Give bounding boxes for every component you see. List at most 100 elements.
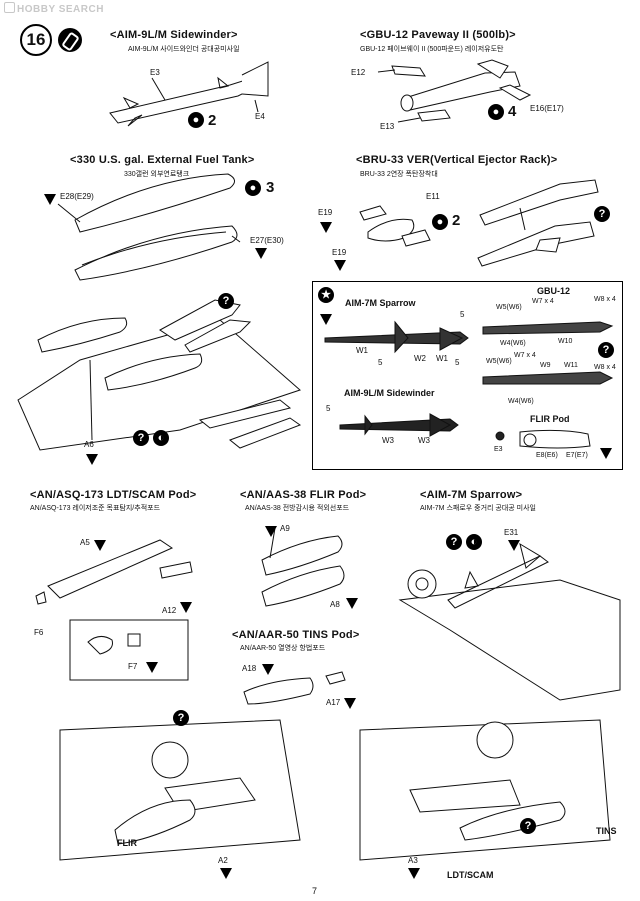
flir-pod-subtitle: AN/AAS-38 전방감시용 적외선포드	[245, 505, 350, 512]
question-icon: ?	[173, 710, 189, 726]
paint-triangle-icon	[146, 662, 158, 673]
paint-code: E3	[494, 446, 503, 453]
paint-triangle-icon	[180, 602, 192, 613]
paint-code: W7 x 4	[532, 298, 554, 305]
part-label: E19	[332, 248, 347, 257]
part-label: A5	[80, 538, 90, 547]
part-label: A12	[162, 606, 177, 615]
part-label: E31	[504, 528, 519, 537]
paint-code: W8 x 4	[594, 364, 616, 371]
question-icon: ?	[594, 206, 610, 222]
part-label: A17	[326, 698, 341, 707]
paint-code: E7(E7)	[566, 452, 588, 459]
part-label: A3	[408, 856, 418, 865]
flir-callout: FLIR	[117, 838, 137, 848]
optional-part-icon: ◐	[153, 430, 169, 446]
glue-icon	[58, 28, 82, 52]
paint-code: W8 x 4	[594, 296, 616, 303]
paint-triangle-icon	[508, 540, 520, 551]
ldt-scam-title: <AN/ASQ-173 LDT/SCAM Pod>	[30, 489, 197, 501]
question-icon: ?	[133, 430, 149, 446]
bru33-title: <BRU-33 VER(Vertical Ejector Rack)>	[356, 154, 558, 166]
paint-sidewinder-title: AIM-9L/M Sidewinder	[344, 388, 435, 398]
quantity-count: 4	[508, 103, 517, 120]
step-number: 16	[20, 24, 52, 56]
question-icon: ?	[598, 342, 614, 358]
paint-code: W4(W6)	[508, 398, 534, 405]
page-number: 7	[312, 886, 318, 896]
paint-code: W2	[414, 354, 426, 363]
watermark: HOBBY SEARCH	[4, 2, 104, 15]
paint-code: W1	[436, 354, 448, 363]
paint-code: W5(W6)	[486, 358, 512, 365]
paint-code: W4(W6)	[500, 340, 526, 347]
paint-triangle-icon	[220, 868, 232, 879]
ldt-scam-callout: LDT/SCAM	[447, 870, 494, 880]
paint-code: W11	[564, 362, 578, 369]
gbu12-drawing	[377, 59, 532, 123]
ldt-scam-subtitle: AN/ASQ-173 레이저조준 목표탐지/추적포드	[30, 505, 161, 512]
part-label: E13	[380, 122, 395, 131]
star-icon: ★	[318, 287, 334, 303]
fuel-tank-subtitle: 330갤런 외부연료탱크	[124, 171, 190, 178]
question-icon: ?	[446, 534, 462, 550]
paint-code: W10	[558, 338, 573, 345]
sparrow-title: <AIM-7M Sparrow>	[420, 489, 523, 501]
question-icon: ?	[218, 293, 234, 309]
quantity-icon: ●	[188, 112, 204, 128]
painting-guide-box	[312, 281, 623, 470]
optional-part-icon: ◐	[466, 534, 482, 550]
paint-triangle-icon	[344, 698, 356, 709]
paint-mark: 5	[378, 358, 383, 367]
paint-mark: 5	[460, 310, 465, 319]
paint-triangle-icon	[94, 540, 106, 551]
fuel-tank-title: <330 U.S. gal. External Fuel Tank>	[70, 154, 255, 166]
tins-subtitle: AN/AAR-50 열영상 항법포드	[240, 645, 326, 652]
lower-assembly-drawing	[59, 719, 611, 861]
quantity-icon: ●	[488, 104, 504, 120]
paint-code: W7 x 4	[514, 352, 536, 359]
sidewinder-subtitle: AIM-9L/M 사이드와인더 공대공미사일	[128, 46, 240, 53]
paint-code: W1	[356, 346, 368, 355]
paint-triangle-icon	[255, 248, 267, 259]
part-label: A18	[242, 664, 257, 673]
part-label: E19	[318, 208, 333, 217]
paint-code: W3	[418, 436, 430, 445]
bru33-subtitle: BRU-33 2연장 폭탄장착대	[360, 171, 438, 178]
part-label: E27(E30)	[250, 236, 284, 245]
tins-title: <AN/AAR-50 TINS Pod>	[232, 629, 360, 641]
paint-triangle-icon	[320, 314, 332, 325]
part-label: E11	[426, 192, 440, 201]
flir-pod-title: <AN/AAS-38 FLIR Pod>	[240, 489, 367, 501]
paint-sparrow-title: AIM-7M Sparrow	[345, 298, 416, 308]
part-label: F6	[34, 628, 44, 637]
gbu12-title: <GBU-12 Paveway II (500lb)>	[360, 29, 516, 41]
paint-guide-drawing	[324, 320, 614, 449]
part-label: A9	[280, 524, 290, 533]
part-label: A6	[84, 440, 94, 449]
part-label: E4	[255, 112, 265, 121]
tins-pod-drawing	[243, 671, 346, 705]
ldt-scam-pod-drawing	[35, 539, 193, 681]
paint-triangle-icon	[86, 454, 98, 465]
quantity-icon: ●	[432, 214, 448, 230]
tins-callout: TINS	[596, 826, 617, 836]
part-label: E16(E17)	[530, 104, 564, 113]
paint-mark: 5	[455, 358, 460, 367]
sparrow-jet-drawing	[398, 542, 621, 701]
paint-flir-title: FLIR Pod	[530, 414, 570, 424]
part-label: A2	[218, 856, 228, 865]
watermark-text: HOBBY SEARCH	[17, 4, 104, 15]
part-label: E12	[351, 68, 366, 77]
paint-mark: 5	[326, 404, 331, 413]
paint-triangle-icon	[600, 448, 612, 459]
question-icon: ?	[520, 818, 536, 834]
paint-triangle-icon	[262, 664, 274, 675]
paint-triangle-icon	[334, 260, 346, 271]
sidewinder-missile-drawing	[109, 61, 269, 127]
sparrow-subtitle: AIM-7M 스패로우 중거리 공대공 미사일	[420, 505, 536, 512]
part-label: F7	[128, 662, 138, 671]
quantity-count: 2	[452, 212, 461, 229]
paint-code: W3	[382, 436, 394, 445]
